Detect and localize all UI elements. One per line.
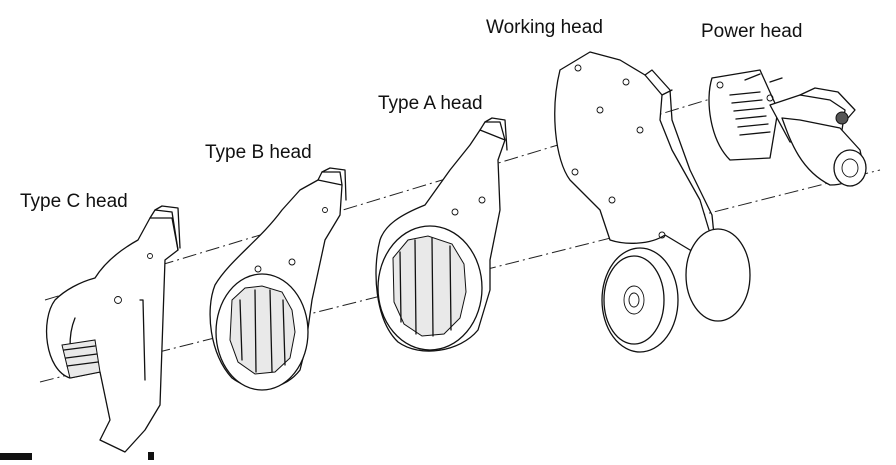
- type-c-head-drawing: [45, 205, 181, 453]
- type-a-head-drawing: [375, 117, 508, 352]
- type-b-head-label: Type B head: [205, 142, 312, 163]
- type-a-head-label: Type A head: [378, 93, 483, 114]
- working-head-label: Working head: [486, 17, 603, 38]
- type-c-head-label: Type C head: [20, 191, 128, 212]
- page-edge-mark: [0, 452, 154, 460]
- type-b-head-drawing: [209, 167, 347, 391]
- power-head-label: Power head: [701, 21, 803, 42]
- working-head-drawing: [554, 51, 751, 353]
- power-head-drawing: [708, 69, 867, 187]
